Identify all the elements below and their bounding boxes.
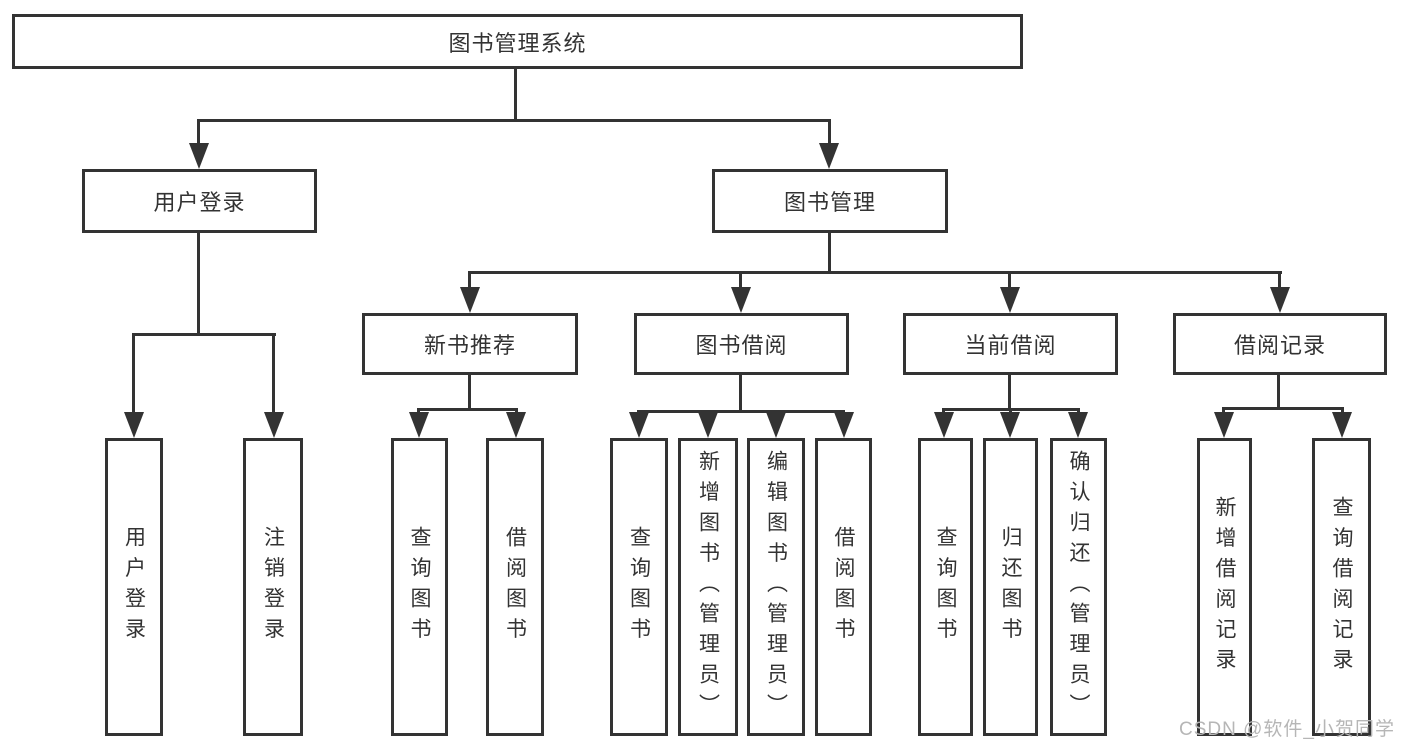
node-leaf-br-add-record-label: 新增借阅记录: [1213, 495, 1236, 679]
node-root: 图书管理系统: [12, 14, 1023, 69]
connector-line: [197, 233, 200, 336]
arrow-down-icon: [189, 143, 209, 169]
connector-line: [1008, 271, 1011, 291]
arrow-down-icon: [460, 287, 480, 313]
connector-line: [1277, 375, 1280, 410]
node-leaf-cb-return-book-label: 归还图书: [999, 526, 1022, 648]
arrow-down-icon: [766, 412, 786, 438]
connector-line: [1222, 407, 1344, 410]
arrow-down-icon: [698, 412, 718, 438]
node-book-mgmt: 图书管理: [712, 169, 948, 233]
arrow-down-icon: [629, 412, 649, 438]
node-current-borrow: 当前借阅: [903, 313, 1118, 375]
arrow-down-icon: [1332, 412, 1352, 438]
node-book-borrow: 图书借阅: [634, 313, 849, 375]
arrow-down-icon: [409, 412, 429, 438]
node-leaf-nbr-borrow-book-label: 借阅图书: [503, 526, 527, 648]
connector-line: [828, 233, 831, 274]
node-borrow-record-label: 借阅记录: [1233, 333, 1326, 358]
connector-line: [739, 375, 742, 413]
connector-line: [132, 333, 135, 415]
node-book-mgmt-label: 图书管理: [783, 190, 876, 215]
node-book-borrow-label: 图书借阅: [695, 333, 788, 358]
node-leaf-nbr-query-book-label: 查询图书: [408, 526, 431, 648]
node-leaf-cb-query-book: 查询图书: [918, 438, 973, 736]
arrow-down-icon: [819, 143, 839, 169]
connector-line: [272, 333, 275, 415]
node-current-borrow-label: 当前借阅: [964, 333, 1057, 358]
connector-line: [828, 119, 831, 147]
node-user-login: 用户登录: [82, 169, 317, 233]
node-leaf-logout: 注销登录: [243, 438, 303, 736]
node-leaf-bb-borrow-book: 借阅图书: [815, 438, 872, 736]
arrow-down-icon: [731, 287, 751, 313]
node-root-label: 图书管理系统: [448, 30, 587, 56]
node-leaf-cb-return-book: 归还图书: [983, 438, 1038, 736]
node-new-book-rec: 新书推荐: [362, 313, 578, 375]
node-leaf-cb-query-book-label: 查询图书: [934, 526, 957, 648]
node-leaf-br-query-record-label: 查询借阅记录: [1330, 495, 1353, 679]
node-new-book-rec-label: 新书推荐: [423, 333, 516, 358]
node-leaf-bb-edit-book-label: 编辑图书（管理员）: [764, 449, 788, 725]
node-leaf-nbr-borrow-book: 借阅图书: [486, 438, 544, 736]
connector-line: [1341, 407, 1344, 416]
node-leaf-br-add-record: 新增借阅记录: [1197, 438, 1252, 736]
connector-line: [1278, 271, 1281, 291]
connector-line: [1222, 407, 1225, 416]
connector-line: [739, 271, 742, 291]
arrow-down-icon: [1270, 287, 1290, 313]
connector-line: [197, 119, 831, 122]
arrow-down-icon: [1000, 287, 1020, 313]
connector-line: [417, 408, 518, 411]
node-leaf-user-login: 用户登录: [105, 438, 163, 736]
node-leaf-bb-edit-book: 编辑图书（管理员）: [747, 438, 805, 736]
arrow-down-icon: [124, 412, 144, 438]
arrow-down-icon: [1214, 412, 1234, 438]
arrow-down-icon: [1000, 412, 1020, 438]
node-leaf-nbr-query-book: 查询图书: [391, 438, 448, 736]
connector-line: [468, 271, 1282, 274]
node-leaf-logout-label: 注销登录: [261, 526, 285, 648]
node-leaf-bb-add-book: 新增图书（管理员）: [678, 438, 738, 736]
node-user-login-label: 用户登录: [153, 190, 246, 215]
arrow-down-icon: [264, 412, 284, 438]
arrow-down-icon: [506, 412, 526, 438]
node-borrow-record: 借阅记录: [1173, 313, 1387, 375]
node-leaf-bb-borrow-book-label: 借阅图书: [832, 526, 855, 648]
connector-line: [197, 119, 200, 147]
arrow-down-icon: [834, 412, 854, 438]
connector-line: [514, 68, 517, 121]
node-leaf-cb-confirm-return: 确认归还（管理员）: [1050, 438, 1107, 736]
watermark-text: CSDN @软件_小贺同学: [1179, 719, 1395, 740]
connector-line: [468, 271, 471, 291]
arrow-down-icon: [934, 412, 954, 438]
arrow-down-icon: [1068, 412, 1088, 438]
connector-line: [637, 410, 845, 413]
connector-line: [1008, 375, 1011, 411]
connector-line: [132, 333, 276, 336]
node-leaf-br-query-record: 查询借阅记录: [1312, 438, 1371, 736]
node-leaf-bb-query-book-label: 查询图书: [627, 526, 651, 648]
node-leaf-user-login-label: 用户登录: [122, 526, 146, 648]
node-leaf-cb-confirm-return-label: 确认归还（管理员）: [1067, 449, 1090, 725]
connector-line: [468, 375, 471, 411]
node-leaf-bb-query-book: 查询图书: [610, 438, 668, 736]
node-leaf-bb-add-book-label: 新增图书（管理员）: [696, 449, 720, 725]
